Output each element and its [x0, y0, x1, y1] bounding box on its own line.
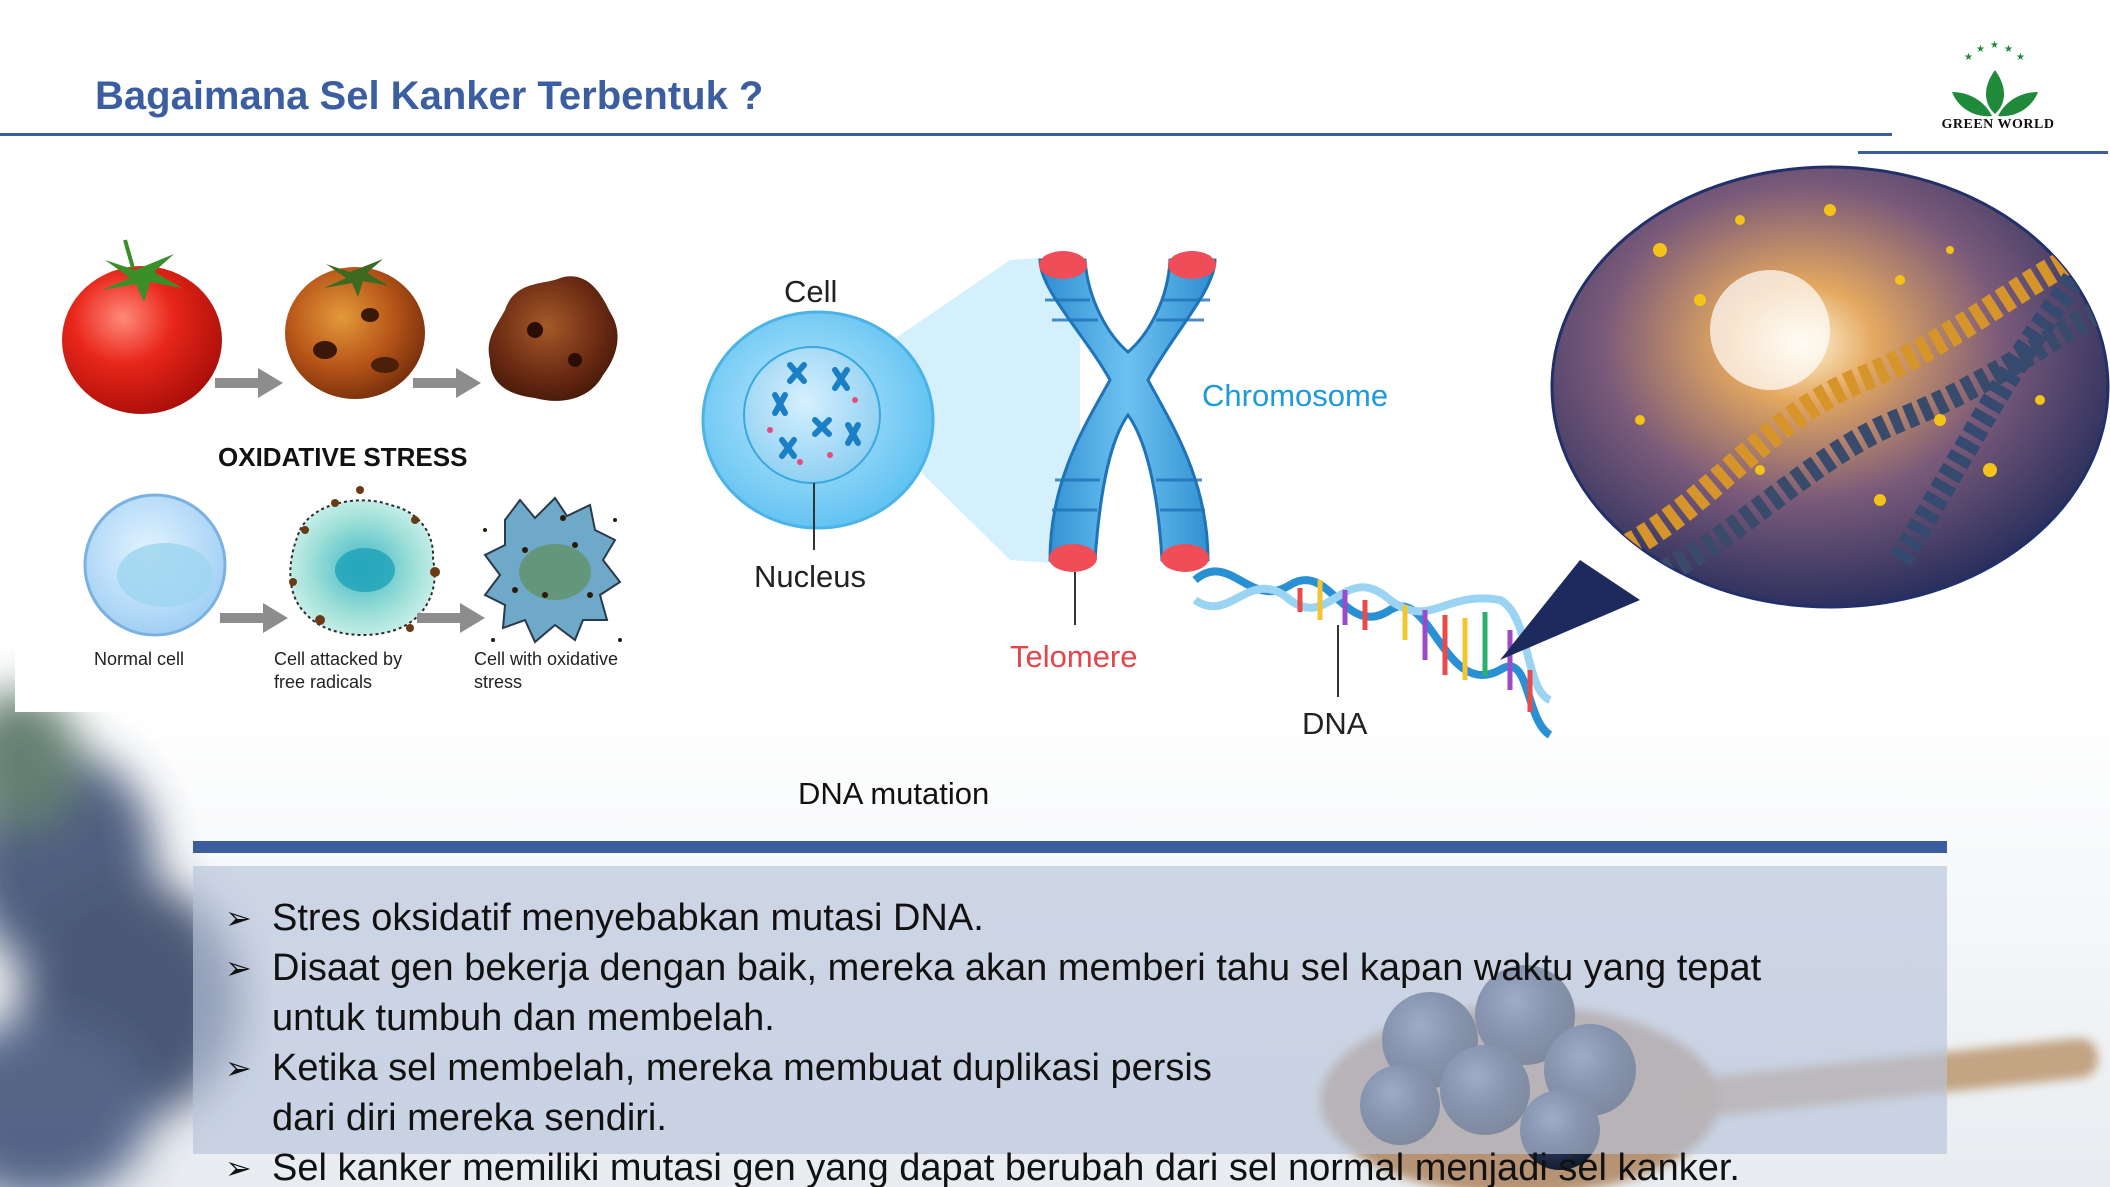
attacked-cell — [289, 486, 440, 636]
chromosome-shape — [1038, 251, 1217, 572]
arrow-bullet-icon: ➢ — [225, 899, 252, 937]
oxidative-stress-heading: OXIDATIVE STRESS — [218, 442, 468, 472]
bullet-item: ➢ Stres oksidatif menyebabkan mutasi DNA… — [225, 893, 1945, 943]
rotting-tomato — [285, 259, 425, 399]
dna-helix — [1192, 567, 1553, 739]
slide-title: Bagaimana Sel Kanker Terbentuk ? — [95, 74, 764, 118]
oxidative-stress-illustration — [62, 239, 622, 644]
nucleus-shape — [743, 346, 881, 484]
bullet-list: ➢ Stres oksidatif menyebabkan mutasi DNA… — [225, 893, 1945, 1187]
fresh-tomato — [62, 239, 222, 414]
dna-mutation-caption: DNA mutation — [798, 776, 990, 811]
caption-attacked-line2: free radicals — [274, 672, 373, 692]
dna-chromosome-diagram — [701, 165, 2110, 739]
caption-normal-cell: Normal cell — [94, 649, 185, 669]
title-underline — [0, 133, 1892, 136]
svg-text:★: ★ — [1976, 44, 1985, 55]
rotten-tomato — [488, 276, 618, 401]
caption-attacked-line1: Cell attacked by — [274, 649, 403, 669]
divider-bar — [193, 841, 1947, 853]
logo-text: GREEN WORLD — [1941, 117, 2055, 132]
arrow-bullet-icon: ➢ — [225, 1049, 252, 1087]
caption-stress-line1: Cell with oxidative — [474, 649, 619, 669]
stressed-cell — [483, 496, 622, 644]
svg-text:★: ★ — [2004, 44, 2013, 55]
label-nucleus: Nucleus — [754, 559, 866, 594]
arrow-bullet-icon: ➢ — [225, 949, 252, 987]
normal-cell — [83, 493, 227, 637]
green-world-logo: ★ ★ ★ ★ ★ — [1952, 40, 2038, 117]
bullet-text-box — [193, 866, 1947, 1154]
arrow-bullet-icon: ➢ — [225, 1149, 252, 1187]
svg-text:★: ★ — [2016, 52, 2025, 63]
label-dna: DNA — [1302, 706, 1368, 741]
logo-underline — [1858, 151, 2108, 154]
svg-text:★: ★ — [1990, 40, 1999, 51]
bullet-item: ➢ Ketika sel membelah, mereka membuat du… — [225, 1043, 1945, 1143]
bullet-item: ➢ Sel kanker memiliki mutasi gen yang da… — [225, 1143, 1945, 1187]
oxidative-stress-panel — [15, 200, 625, 712]
label-cell: Cell — [784, 274, 838, 309]
label-chromosome: Chromosome — [1202, 378, 1389, 413]
svg-text:★: ★ — [1964, 52, 1973, 63]
bullet-item: ➢ Disaat gen bekerja dengan baik, mereka… — [225, 943, 1945, 1043]
caption-stress-line2: stress — [474, 672, 523, 692]
label-telomere: Telomere — [1010, 639, 1138, 674]
